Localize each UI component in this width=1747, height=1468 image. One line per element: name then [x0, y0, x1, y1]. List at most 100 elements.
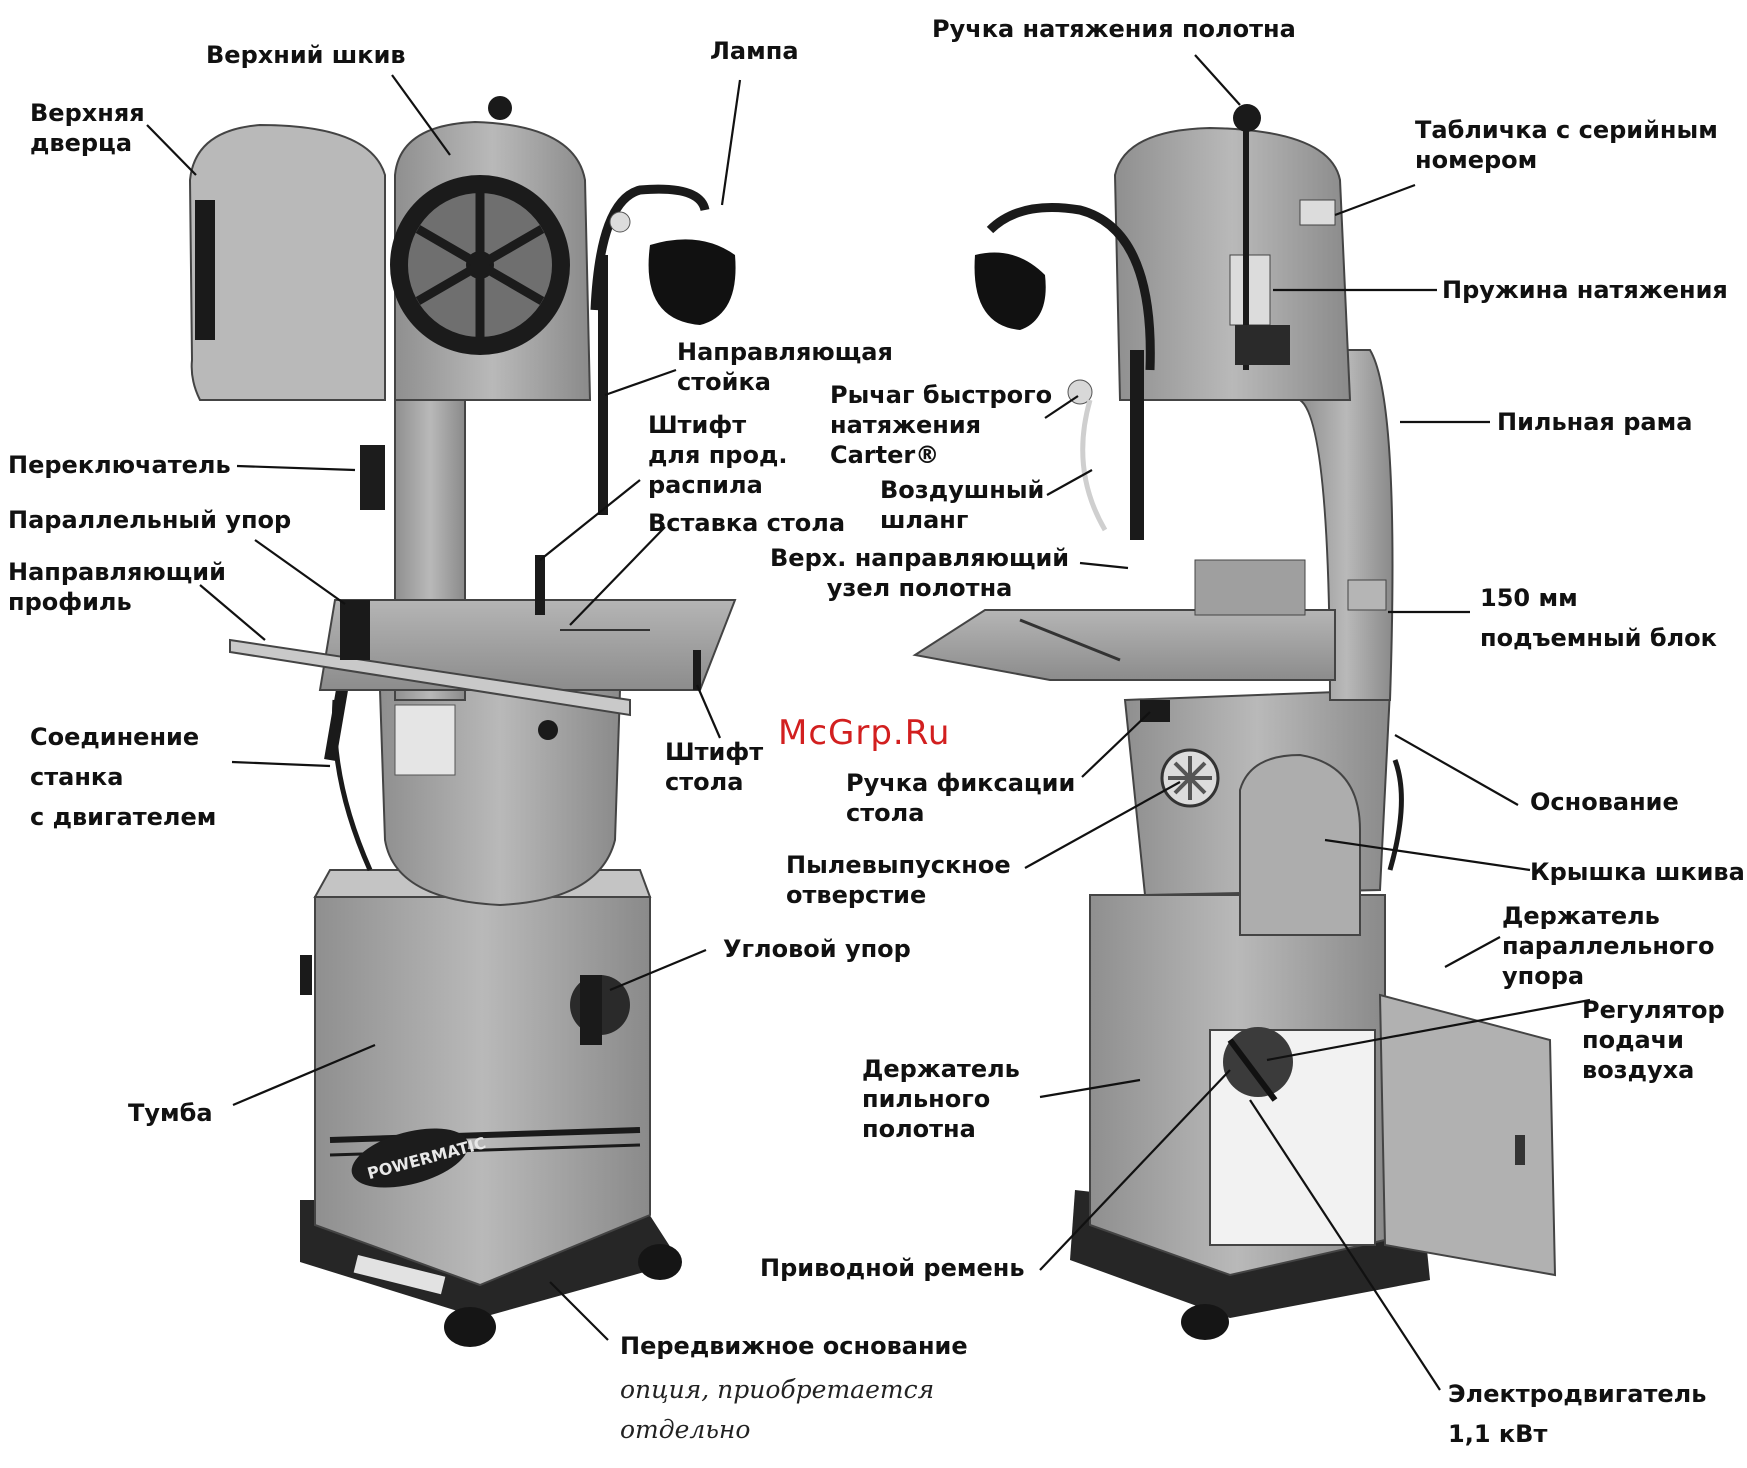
label-table-insert: Вставка стола — [648, 509, 846, 537]
label-rip-fence: Параллельный упор — [8, 506, 292, 534]
label-miter-gauge: Угловой упор — [723, 935, 911, 963]
dust-port-spokes — [1168, 756, 1212, 800]
label-tension-knob: Ручка натяжения полотна — [932, 15, 1296, 43]
caster-wheel — [1181, 1304, 1229, 1340]
label-saw-frame: Пильная рама — [1497, 408, 1693, 436]
leader-upper-wheel — [391, 74, 451, 156]
warning-label — [394, 704, 456, 776]
leader-miter-gauge — [609, 948, 707, 992]
label-guide-post: Направляющая стойка — [677, 338, 893, 396]
label-blade-holder: Держатель пильного полотна — [862, 1055, 1020, 1143]
label-wheel-cover: Крышка шкива — [1530, 858, 1745, 886]
table-lock-knob — [1140, 700, 1170, 722]
leader-rip-fence — [254, 539, 346, 605]
leader-base — [1394, 734, 1519, 806]
door-stripe — [195, 200, 215, 340]
leader-table-pin — [695, 684, 722, 739]
label-upper-guide: Верх. направляющий узел полотна — [770, 544, 1070, 602]
label-table-pin: Штифт стола — [665, 738, 764, 796]
caster-wheel — [638, 1244, 682, 1280]
rip-fence-left — [340, 600, 370, 660]
lamp-shade-right — [974, 252, 1046, 330]
leader-drive-belt — [1039, 1069, 1231, 1271]
miter-gauge-left — [300, 955, 630, 1045]
table-slot-right — [1019, 618, 1121, 662]
guide-post-right — [1130, 350, 1144, 540]
motor-right — [1223, 1027, 1293, 1097]
label-serial-plate: Табличка с серийным номером — [1415, 116, 1718, 174]
label-motor: Электродвигатель 1,1 кВт — [1448, 1380, 1707, 1448]
label-quick-lever: Рычаг быстрого натяжения Carter® — [830, 381, 1053, 469]
cabinet-stripe — [329, 1127, 641, 1143]
leader-motor — [1249, 1099, 1441, 1391]
label-switch: Переключатель — [8, 451, 231, 479]
leader-lines — [146, 54, 1591, 1391]
leader-upper-guide — [1079, 561, 1129, 570]
knob — [538, 720, 558, 740]
label-fence-holder: Держатель параллельного упора — [1502, 902, 1715, 990]
drive-belt — [1227, 1038, 1278, 1102]
air-hose — [1080, 399, 1108, 532]
label-mobile-base-note: опция, приобретается отдельно — [620, 1375, 935, 1444]
label-cabinet: Тумба — [128, 1099, 213, 1127]
lamp-shade — [648, 239, 736, 325]
label-guide-rail: Направляющий профиль — [8, 558, 226, 616]
saw-frame-right — [1299, 349, 1394, 701]
leader-upper-door — [146, 124, 197, 176]
rip-pin-left — [535, 555, 545, 615]
leader-motor-connection — [231, 760, 331, 768]
label-air-hose: Воздушный шланг — [880, 476, 1045, 534]
tension-rod — [1243, 130, 1249, 370]
caution-sticker — [353, 1255, 446, 1295]
leader-guide-post — [604, 368, 677, 397]
leader-switch — [236, 464, 356, 472]
power-cord-right — [1387, 759, 1404, 871]
upper-wheel-left — [390, 175, 570, 355]
leader-cabinet — [232, 1043, 376, 1107]
cabinet-door-right — [1378, 993, 1557, 1277]
table-pin-left — [693, 650, 701, 690]
plug — [324, 688, 348, 762]
label-lamp: Лампа — [710, 37, 799, 65]
leader-fence-holder — [1444, 936, 1501, 968]
leader-lamp — [720, 79, 742, 206]
leader-air-regulator — [1266, 998, 1591, 1062]
label-table-lock: Ручка фиксации стола — [846, 769, 1076, 827]
upper-door-left — [188, 123, 386, 401]
serial-plate — [1299, 199, 1336, 226]
leader-serial-plate — [1334, 183, 1416, 217]
label-riser-block: 150 мм подъемный блок — [1480, 584, 1717, 652]
switch-box — [360, 445, 385, 510]
watermark: McGrp.Ru — [778, 713, 951, 753]
door-latch — [1515, 1135, 1525, 1165]
leader-blade-holder — [1039, 1078, 1141, 1099]
tension-knob-right — [1233, 104, 1261, 132]
leader-wheel-cover — [1324, 838, 1531, 872]
leader-dust-port — [1024, 781, 1181, 869]
label-upper-door: Верхняя дверца — [30, 99, 145, 157]
leader-rip-pin — [539, 479, 641, 561]
cabinet-left — [314, 896, 651, 1287]
leader-mobile-base — [549, 1281, 609, 1341]
label-dust-port: Пылевыпускное отверстие — [786, 851, 1011, 909]
label-motor-connection: Соединение станка с двигателем — [30, 723, 217, 831]
leader-air-hose — [1046, 469, 1093, 496]
tension-spring-housing — [1229, 254, 1271, 326]
tension-knob-left — [488, 96, 512, 120]
label-mobile-base: Передвижное основание — [620, 1332, 968, 1360]
label-base: Основание — [1530, 788, 1679, 816]
guide-post-left — [598, 255, 608, 515]
label-air-regulator: Регулятор подачи воздуха — [1582, 996, 1725, 1084]
caster-wheel — [444, 1307, 496, 1347]
ball-knob — [609, 211, 631, 233]
leader-guide-rail — [199, 584, 266, 641]
label-drive-belt: Приводной ремень — [760, 1254, 1025, 1282]
leader-tension-knob — [1194, 54, 1241, 106]
label-tension-spring: Пружина натяжения — [1442, 276, 1728, 304]
lamp-arm-right — [986, 203, 1155, 371]
right-bandsaw — [912, 104, 1557, 1340]
guide-rail-left — [229, 638, 631, 717]
leader-quick-lever — [1044, 395, 1079, 419]
table-right — [912, 609, 1336, 681]
